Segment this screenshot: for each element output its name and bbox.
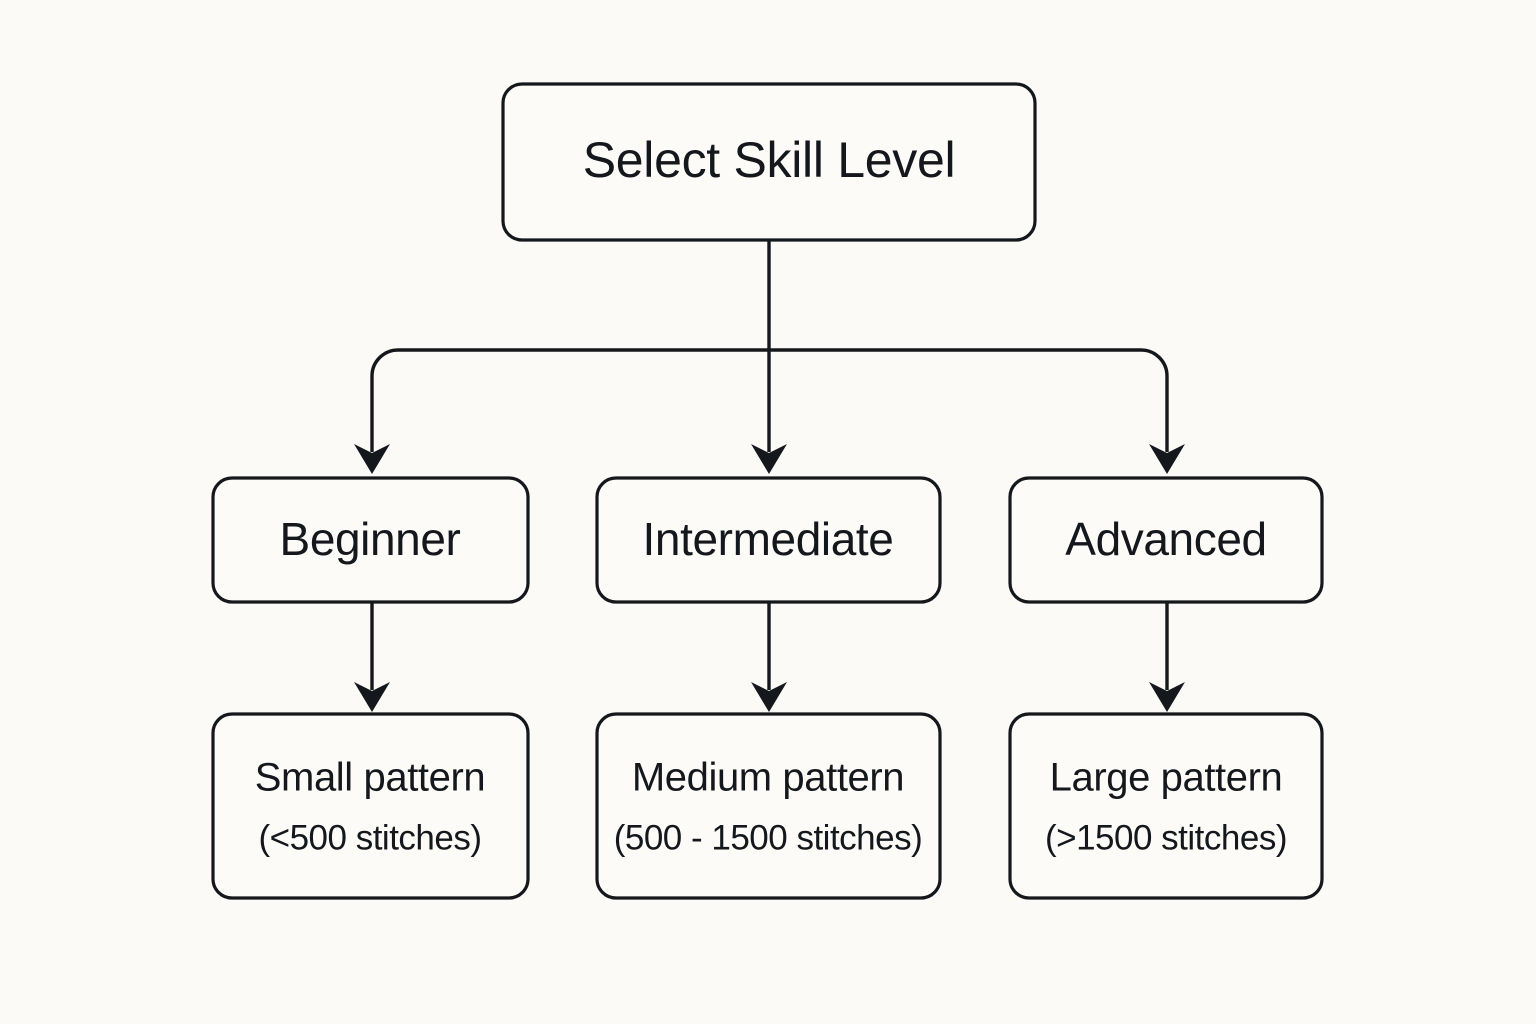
edge-root-to-beginner (370, 348, 769, 452)
node-advanced-label: Advanced (1065, 513, 1266, 565)
connector-layer (354, 240, 1185, 712)
node-select-skill-level-label: Select Skill Level (583, 132, 956, 188)
node-small-pattern[interactable]: Small pattern (<500 stitches) (211, 712, 530, 900)
node-small-pattern-title: Small pattern (255, 756, 485, 800)
node-intermediate-box[interactable] (595, 476, 942, 604)
node-select-skill-level[interactable]: Select Skill Level (501, 82, 1037, 242)
arrowhead-beginner (354, 444, 390, 474)
node-large-pattern-title: Large pattern (1050, 756, 1283, 800)
node-large-pattern-detail: (>1500 stitches) (1045, 818, 1287, 857)
arrowhead-large-pattern (1149, 682, 1185, 712)
arrowhead-advanced (1149, 444, 1185, 474)
arrowhead-medium-pattern (751, 682, 787, 712)
node-large-pattern[interactable]: Large pattern (>1500 stitches) (1008, 712, 1324, 900)
node-small-pattern-detail: (<500 stitches) (258, 818, 481, 857)
node-intermediate[interactable]: Intermediate (595, 476, 942, 604)
node-beginner-box[interactable] (211, 476, 530, 604)
node-medium-pattern[interactable]: Medium pattern (500 - 1500 stitches) (595, 712, 942, 900)
node-large-pattern-box[interactable] (1008, 712, 1324, 900)
node-medium-pattern-detail: (500 - 1500 stitches) (614, 818, 923, 857)
node-beginner[interactable]: Beginner (211, 476, 530, 604)
node-advanced-box[interactable] (1008, 476, 1324, 604)
node-small-pattern-box[interactable] (211, 712, 530, 900)
edge-root-to-advanced (769, 348, 1169, 452)
node-medium-pattern-box[interactable] (595, 712, 942, 900)
node-medium-pattern-title: Medium pattern (632, 756, 904, 800)
arrowhead-small-pattern (354, 682, 390, 712)
node-beginner-label: Beginner (280, 513, 461, 565)
node-select-skill-level-box[interactable] (501, 82, 1037, 242)
node-advanced[interactable]: Advanced (1008, 476, 1324, 604)
arrowhead-intermediate (751, 444, 787, 474)
node-intermediate-label: Intermediate (643, 513, 894, 565)
